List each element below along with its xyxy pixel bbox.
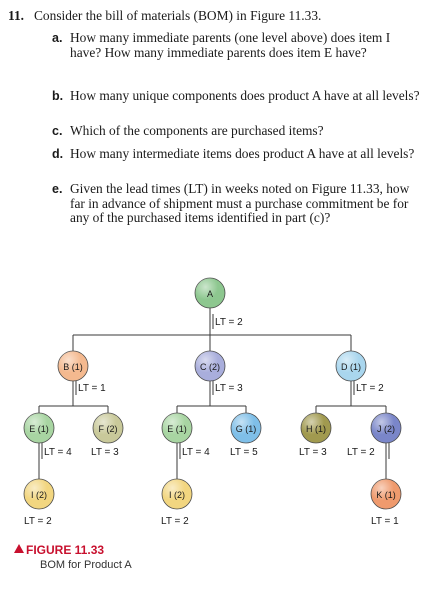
part-text: How many intermediate items does product…	[70, 146, 415, 161]
node-label: C (2)	[200, 362, 220, 372]
question-text: Consider the bill of materials (BOM) in …	[34, 8, 322, 23]
lt-brackets	[41, 314, 390, 459]
node-I: I (2)	[161, 478, 193, 510]
node-D: D (1)	[335, 350, 367, 382]
lt-label: LT = 2	[24, 516, 52, 527]
part-c: c. Which of the components are purchased…	[52, 123, 422, 139]
node-label: J (2)	[377, 424, 395, 434]
node-label: A	[207, 289, 213, 299]
node-C: C (2)	[194, 350, 226, 382]
node-I: I (2)	[23, 478, 55, 510]
node-B: B (1)	[57, 350, 89, 382]
node-label: H (1)	[306, 424, 326, 434]
part-text: Which of the components are purchased it…	[70, 123, 324, 138]
lt-label: LT = 4	[44, 447, 72, 458]
node-label: G (1)	[236, 424, 257, 434]
node-F: F (2)	[92, 412, 124, 444]
lt-label: LT = 3	[299, 447, 327, 458]
part-b: b. How many unique components does produ…	[52, 88, 422, 104]
part-label: a.	[52, 31, 63, 45]
question-number: 11.	[8, 8, 24, 23]
triangle-marker-icon	[14, 544, 24, 553]
node-label: B (1)	[63, 362, 83, 372]
part-a: a. How many immediate parents (one level…	[52, 30, 422, 60]
node-label: K (1)	[376, 490, 396, 500]
lt-label: LT = 1	[371, 516, 399, 527]
lt-label: LT = 5	[230, 447, 258, 458]
part-text: How many unique components does product …	[70, 88, 420, 103]
part-label: c.	[52, 124, 63, 138]
node-label: E (1)	[29, 424, 49, 434]
node-E: E (1)	[23, 412, 55, 444]
node-G: G (1)	[230, 412, 262, 444]
part-label: b.	[52, 89, 64, 103]
part-text: How many immediate parents (one level ab…	[70, 30, 391, 60]
node-E: E (1)	[161, 412, 193, 444]
node-label: I (2)	[169, 490, 185, 500]
figure-title: FIGURE 11.33	[26, 543, 105, 557]
lt-label: LT = 2	[347, 447, 375, 458]
lt-label: LT = 2	[161, 516, 189, 527]
node-J: J (2)	[370, 412, 402, 444]
node-H: H (1)	[300, 412, 332, 444]
lt-label: LT = 2	[356, 383, 384, 394]
lt-label: LT = 2	[215, 317, 243, 328]
node-label: F (2)	[99, 424, 118, 434]
node-label: I (2)	[31, 490, 47, 500]
part-e: e. Given the lead times (LT) in weeks no…	[52, 181, 422, 226]
lt-label: LT = 4	[182, 447, 210, 458]
lt-label: LT = 3	[215, 383, 243, 394]
lt-label: LT = 1	[78, 383, 106, 394]
node-K: K (1)	[370, 478, 402, 510]
node-label: E (1)	[167, 424, 187, 434]
part-label: e.	[52, 182, 63, 196]
part-d: d. How many intermediate items does prod…	[52, 146, 422, 162]
part-label: d.	[52, 147, 64, 161]
part-text: Given the lead times (LT) in weeks noted…	[70, 181, 410, 226]
figure-caption: BOM for Product A	[40, 559, 132, 571]
node-A: A	[194, 277, 226, 309]
bom-connectors	[38, 308, 387, 480]
node-label: D (1)	[341, 362, 361, 372]
lt-label: LT = 3	[91, 447, 119, 458]
